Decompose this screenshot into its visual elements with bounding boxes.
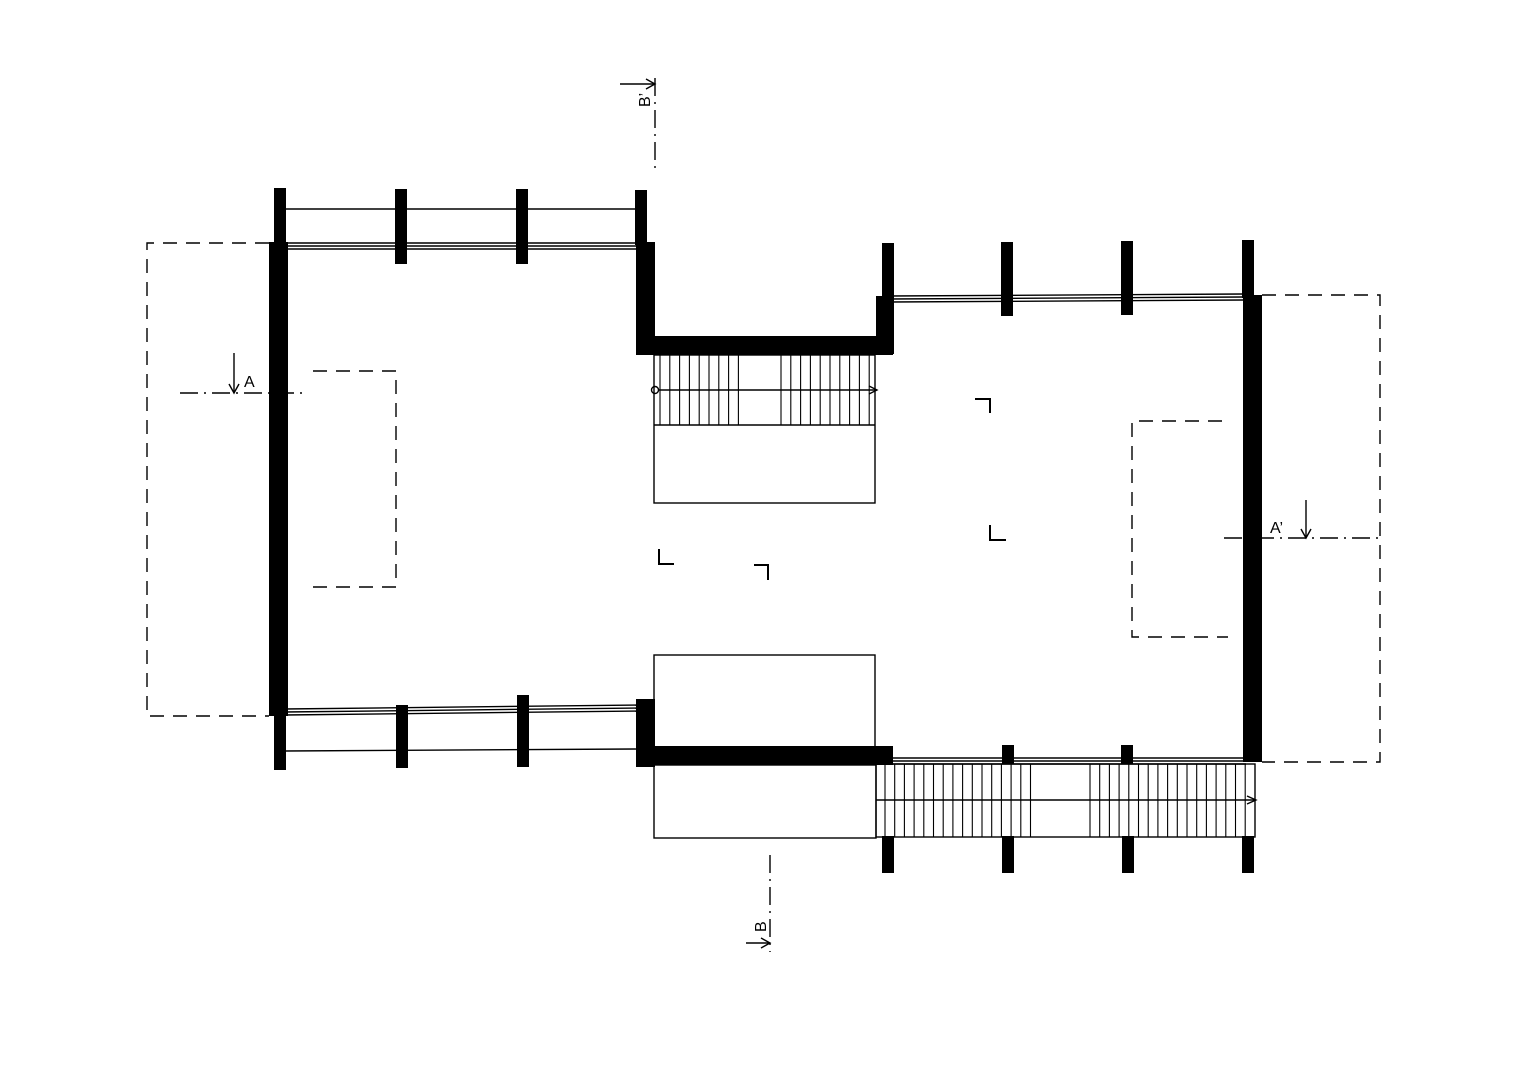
section-a-left-label: A <box>244 374 255 391</box>
right-top-post <box>1242 240 1254 298</box>
right-bottom-post <box>1002 836 1014 873</box>
left-top-post <box>516 189 528 264</box>
recess-bottom-wall <box>636 336 893 355</box>
recess-right-wall <box>876 296 894 354</box>
left-bottom-rail <box>283 710 639 716</box>
section-a-right-label: A’ <box>1270 520 1283 537</box>
section-a-right-arrowhead <box>1300 528 1312 540</box>
right-bottom-post <box>1242 836 1254 873</box>
left-overhead-outline <box>146 242 269 717</box>
left-top-post <box>635 190 647 245</box>
right-top-rail <box>887 293 1245 297</box>
right-bottom-post <box>1122 836 1134 873</box>
right-overhead-outline <box>1262 294 1381 763</box>
corner-mark <box>658 549 674 565</box>
right-top-post <box>1001 242 1013 316</box>
right-inner-dashed-box <box>1131 420 1228 638</box>
left-west-wall <box>269 242 288 716</box>
right-top-post <box>1121 241 1133 315</box>
recess-left-wall <box>636 242 655 354</box>
left-inner-dashed-box <box>313 370 397 588</box>
right-top-rail <box>887 296 1245 300</box>
right-top-post <box>882 243 894 303</box>
left-bottom-rail <box>283 707 639 713</box>
left-wing <box>146 188 655 770</box>
lower-void-box <box>653 764 877 839</box>
right-bottom-post <box>882 836 894 873</box>
left-bottom-rail <box>283 704 639 710</box>
upper-void-box <box>653 654 876 748</box>
left-bottom-rail <box>283 748 639 752</box>
column-corner-marks <box>658 398 1006 580</box>
section-b-bottom-label: B <box>753 921 770 932</box>
section-b-bottom-arrowhead <box>760 937 772 949</box>
central-bottom-block <box>636 654 893 839</box>
top-stair-box <box>653 354 876 504</box>
left-bottom-post <box>396 705 408 768</box>
right-top-rail <box>887 299 1245 303</box>
top-stair-arrow <box>868 385 879 395</box>
section-b-top-arrowhead <box>645 78 657 90</box>
left-top-post <box>274 188 286 248</box>
corner-mark <box>989 525 1006 541</box>
left-top-post <box>395 189 407 264</box>
left-bottom-post <box>274 713 286 770</box>
top-stair-start-circle <box>650 385 660 395</box>
section-a-left-arrowhead <box>228 383 240 395</box>
right-east-wall <box>1243 295 1262 762</box>
section-line-a: A A’ <box>180 353 1380 540</box>
central-top-block <box>636 296 894 504</box>
corner-mark <box>754 564 769 580</box>
bottom-central-wall <box>636 746 893 765</box>
right-wing <box>875 240 1381 873</box>
left-bottom-post <box>517 695 529 767</box>
section-b-top-label: B’ <box>637 93 654 107</box>
section-line-b: B’ B <box>620 78 772 952</box>
bottom-stair-arrow <box>1246 795 1258 805</box>
right-rail-post <box>1121 745 1133 764</box>
corner-mark <box>975 398 991 413</box>
right-rail-post <box>1002 745 1014 764</box>
